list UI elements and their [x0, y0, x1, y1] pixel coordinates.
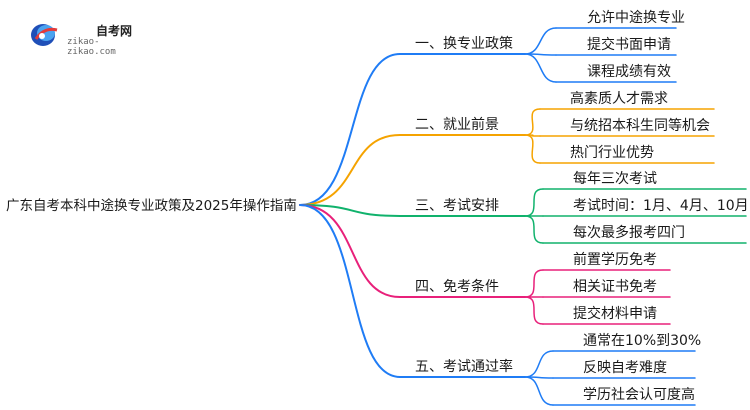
branch-3-child-1: 每年三次考试 [573, 171, 657, 187]
branch-5-child-3-connector [524, 376, 554, 406]
branch-5-child-3: 学历社会认可度高 [583, 387, 695, 403]
branch-3-child-2: 考试时间：1月、4月、10月 [573, 198, 749, 214]
site-logo[interactable]: 自考网 zikao-zikao.com [30, 20, 140, 57]
branch-4-connector [299, 204, 401, 298]
branch-3-connector [299, 204, 401, 217]
branch-3-child-3-connector [524, 215, 544, 244]
branch-1-child-1-connector [524, 27, 557, 55]
branch-4-child-1: 前置学历免考 [573, 252, 657, 268]
branch-1-label: 一、换专业政策 [415, 36, 513, 52]
branch-3-child-3: 每次最多报考四门 [573, 225, 685, 241]
branch-1-child-1: 允许中途换专业 [587, 10, 685, 26]
branch-4-child-2: 相关证书免考 [573, 279, 657, 295]
branch-1-child-2: 提交书面申请 [587, 37, 671, 53]
logo-icon [31, 24, 58, 46]
branch-2-child-3-connector [524, 134, 541, 164]
logo-url: zikao-zikao.com [67, 37, 116, 57]
branch-4-child-3-connector [524, 296, 544, 325]
branch-5-label: 五、考试通过率 [415, 359, 513, 375]
branch-5-child-1: 通常在10%到30% [583, 333, 702, 349]
root-topic: 广东自考本科中途换专业政策及2025年操作指南 [6, 198, 297, 214]
branch-4-child-3: 提交材料申请 [573, 306, 657, 322]
branch-4-label: 四、免考条件 [415, 279, 499, 295]
branch-1-child-3-connector [524, 53, 557, 83]
branch-2-child-1: 高素质人才需求 [570, 91, 668, 107]
branch-5-child-1-connector [524, 350, 554, 378]
branch-4-child-1-connector [524, 269, 544, 298]
branch-2-connector [299, 134, 401, 206]
branch-3-child-1-connector [524, 188, 544, 217]
branch-2-label: 二、就业前景 [415, 117, 499, 133]
branch-1-connector [299, 53, 401, 206]
branch-5-child-2: 反映自考难度 [583, 360, 667, 376]
branch-1-child-3: 课程成绩有效 [587, 64, 671, 80]
branch-2-child-3: 热门行业优势 [570, 145, 654, 161]
branch-5-connector [299, 204, 401, 378]
branch-2-child-1-connector [524, 108, 541, 136]
branch-2-child-2: 与统招本科生同等机会 [570, 118, 710, 134]
branch-3-label: 三、考试安排 [415, 198, 499, 214]
logo-title: 自考网 [96, 24, 133, 38]
